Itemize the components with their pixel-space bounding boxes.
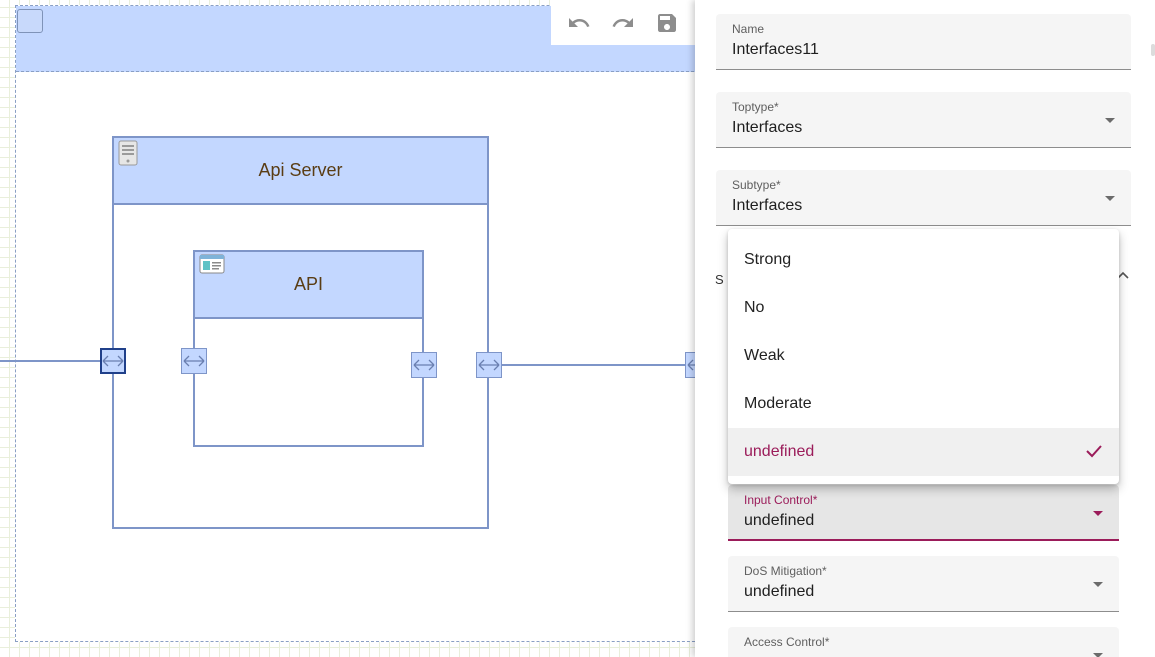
api-header: API <box>195 252 422 319</box>
check-icon <box>1086 445 1102 458</box>
dos-mitigation-label: DoS Mitigation* <box>744 564 827 578</box>
browser-window-icon <box>199 254 225 279</box>
subtype-label: Subtype* <box>732 178 781 192</box>
option-undefined[interactable]: undefined <box>728 428 1119 476</box>
option-label: Weak <box>744 347 785 364</box>
option-label: Strong <box>744 251 792 268</box>
option-label: Moderate <box>744 395 812 412</box>
server-icon <box>118 140 138 171</box>
api-server-label: Api Server <box>258 160 343 180</box>
toptype-label: Toptype* <box>732 100 779 114</box>
panel-scrollbar[interactable] <box>1151 44 1155 56</box>
access-control-label: Access Control* <box>744 635 830 649</box>
diagram-canvas[interactable]: Api Server API <box>0 0 695 657</box>
api-label: API <box>293 274 323 294</box>
chevron-down-icon[interactable] <box>1105 196 1115 201</box>
diagram-toolbar <box>551 0 695 45</box>
name-field-value[interactable]: Interfaces11 <box>732 41 819 58</box>
section-header-text: S <box>715 272 724 287</box>
input-control-select[interactable]: Input Control* undefined <box>728 485 1119 541</box>
port-arrows-icon <box>413 359 435 371</box>
redo-icon <box>612 17 633 27</box>
option-label: undefined <box>744 443 815 460</box>
chevron-up-icon[interactable] <box>1115 268 1131 284</box>
port-api-right[interactable] <box>411 352 437 378</box>
subtype-value: Interfaces <box>732 197 803 214</box>
chevron-down-icon[interactable] <box>1093 582 1103 587</box>
dos-mitigation-value: undefined <box>744 583 815 600</box>
subtype-select[interactable]: Subtype* Interfaces <box>716 170 1131 226</box>
toptype-select[interactable]: Toptype* Interfaces <box>716 92 1131 148</box>
wire-right[interactable] <box>502 364 695 366</box>
input-control-value: undefined <box>744 512 815 529</box>
api-node[interactable]: API <box>193 250 424 447</box>
chevron-down-icon[interactable] <box>1105 118 1115 123</box>
input-control-dropdown: Strong No Weak Moderate undefined <box>728 229 1119 484</box>
access-control-select[interactable]: Access Control* <box>728 627 1119 657</box>
api-server-header: Api Server <box>114 138 487 205</box>
input-control-label: Input Control* <box>744 493 818 507</box>
option-no[interactable]: No <box>728 284 1119 332</box>
port-arrows-icon <box>102 355 124 367</box>
port-api-left[interactable] <box>181 348 207 374</box>
name-field[interactable]: Name Interfaces11 <box>716 14 1131 70</box>
dos-mitigation-select[interactable]: DoS Mitigation* undefined <box>728 556 1119 612</box>
name-field-label: Name <box>732 22 765 36</box>
undo-icon <box>569 17 590 27</box>
save-icon <box>658 13 676 32</box>
option-label: No <box>744 299 765 316</box>
port-server-left[interactable] <box>100 348 126 374</box>
port-server-right[interactable] <box>476 352 502 378</box>
undo-button[interactable] <box>561 5 597 41</box>
port-arrows-icon <box>478 359 500 371</box>
port-arrows-icon <box>183 355 205 367</box>
wire-left[interactable] <box>0 360 100 362</box>
option-weak[interactable]: Weak <box>728 332 1119 380</box>
toptype-value: Interfaces <box>732 119 803 136</box>
redo-button[interactable] <box>605 5 641 41</box>
option-moderate[interactable]: Moderate <box>728 380 1119 428</box>
frame-corner-icon <box>17 9 43 33</box>
option-strong[interactable]: Strong <box>728 236 1119 284</box>
chevron-down-icon[interactable] <box>1093 511 1103 516</box>
chevron-down-icon[interactable] <box>1093 653 1103 657</box>
save-button[interactable] <box>649 5 685 41</box>
port-offscreen-right[interactable] <box>685 352 695 378</box>
port-arrows-icon <box>687 359 695 371</box>
